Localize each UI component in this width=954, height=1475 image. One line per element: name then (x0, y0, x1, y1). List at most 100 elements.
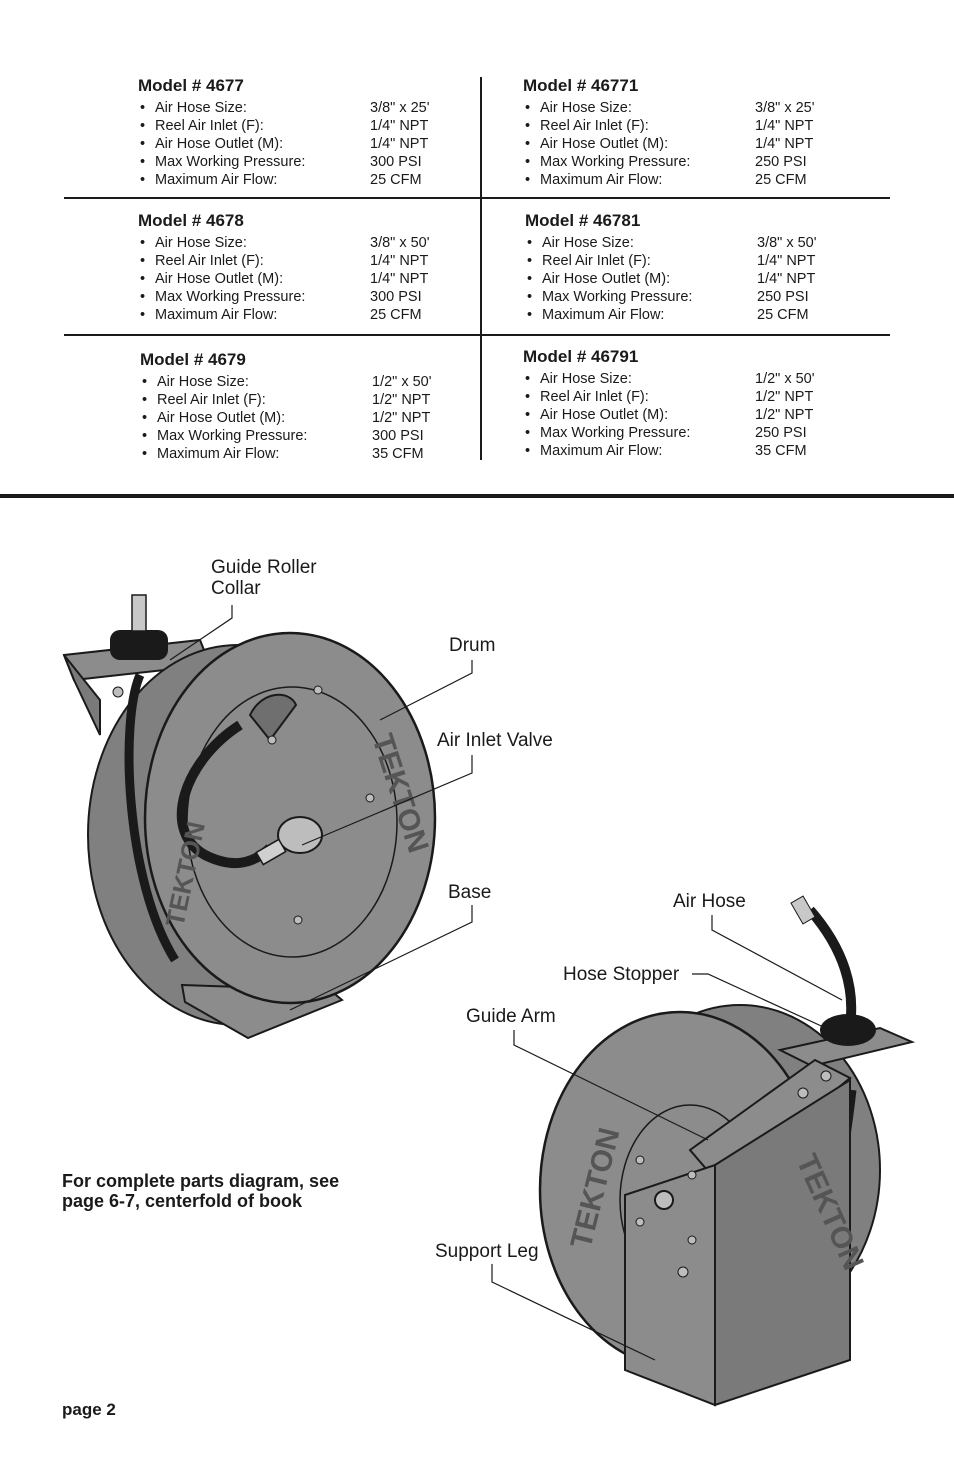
bullet: • (527, 307, 533, 323)
parts-diagram-note-line1: For complete parts diagram, see (62, 1171, 340, 1191)
leader-air-inlet-valve (301, 755, 473, 846)
spec-value: 25 CFM (370, 172, 422, 188)
spec-value: 3/8" x 25' (370, 100, 430, 116)
label-guide-arm: Guide Arm (466, 1006, 556, 1027)
spec-value: 25 CFM (755, 172, 807, 188)
spec-value: 35 CFM (372, 446, 424, 462)
spec-row: •Air Hose Outlet (M):1/2" NPT (140, 409, 470, 427)
spec-value: 1/4" NPT (755, 136, 814, 152)
spec-row: •Air Hose Outlet (M):1/4" NPT (138, 135, 468, 153)
spec-row: •Max Working Pressure:300 PSI (138, 153, 468, 171)
spec-label: Max Working Pressure: (155, 289, 306, 305)
spec-row: •Maximum Air Flow:25 CFM (138, 306, 468, 324)
spec-label: Air Hose Outlet (M): (540, 407, 669, 423)
bullet: • (142, 428, 148, 444)
spec-row: •Reel Air Inlet (F):1/2" NPT (140, 391, 470, 409)
spec-row: •Air Hose Size:3/8" x 25' (523, 99, 853, 117)
spec-row: • Reel Air Inlet (F): 1/4" NPT (138, 252, 468, 270)
spec-row: • Air Hose Size: 3/8" x 25' (138, 99, 468, 117)
spec-label: Air Hose Size: (157, 374, 249, 390)
bullet: • (525, 172, 531, 188)
model-title: Model # 46781 (525, 211, 641, 230)
parts-diagram-note-line2: page 6-7, centerfold of book (62, 1191, 303, 1211)
spec-value: 1/2" x 50' (755, 371, 815, 387)
spec-value: 3/8" x 50' (370, 235, 430, 251)
spec-row: •Air Hose Outlet (M):1/4" NPT (525, 270, 855, 288)
spec-model-4678: Model # 4678•Air Hose Size:3/8" x 50'•Re… (138, 211, 468, 324)
bullet: • (140, 172, 146, 188)
spec-label: Reel Air Inlet (F): (155, 118, 264, 134)
spec-label: Reel Air Inlet (F): (542, 253, 651, 269)
bullet: • (525, 154, 531, 170)
spec-label: Max Working Pressure: (157, 428, 308, 444)
leader-base (289, 905, 473, 1011)
bullet: • (525, 425, 531, 441)
spec-label: Reel Air Inlet (F): (540, 389, 649, 405)
leader-hose-stopper (692, 973, 831, 1031)
model-title: Model # 46791 (523, 347, 639, 366)
spec-label: Maximum Air Flow: (540, 172, 663, 188)
spec-value: 1/4" NPT (370, 253, 429, 269)
spec-row: •Air Hose Outlet (M):1/4" NPT (523, 135, 853, 153)
bullet: • (140, 253, 146, 269)
spec-value: 300 PSI (370, 154, 422, 170)
spec-model-46781: Model # 46781•Air Hose Size:3/8" x 50'•R… (525, 211, 855, 324)
leader-air-hose (711, 915, 843, 1001)
spec-value: 250 PSI (757, 289, 809, 305)
spec-value: 250 PSI (755, 425, 807, 441)
bullet: • (525, 371, 531, 387)
bullet: • (140, 271, 146, 287)
spec-label: Air Hose Size: (540, 371, 632, 387)
label-support-leg: Support Leg (435, 1241, 539, 1262)
model-title: Model # 46771 (523, 76, 639, 95)
table-divider-row-1 (64, 197, 890, 199)
spec-value: 1/2" NPT (372, 392, 431, 408)
spec-row: •Max Working Pressure:300 PSI (138, 288, 468, 306)
spec-row: •Maximum Air Flow:35 CFM (523, 442, 853, 460)
label-air-inlet-valve: Air Inlet Valve (437, 730, 553, 751)
spec-row: •Maximum Air Flow:25 CFM (525, 306, 855, 324)
spec-label: Maximum Air Flow: (155, 307, 278, 323)
spec-value: 1/2" NPT (372, 410, 431, 426)
spec-row: •Reel Air Inlet (F):1/2" NPT (523, 388, 853, 406)
reel-front-view: TEKTON TEKTON (62, 594, 437, 1040)
bullet: • (140, 136, 146, 152)
spec-row: •Max Working Pressure:250 PSI (525, 288, 855, 306)
label-drum: Drum (449, 635, 496, 656)
label-guide-roller-collar-line2: Collar (211, 578, 261, 599)
callout-lines (169, 605, 843, 1361)
bullet: • (527, 235, 533, 251)
spec-model-4677: Model # 4677 • Air Hose Size: 3/8" x 25' • Re… (138, 76, 468, 189)
spec-row: •Air Hose Size:1/2" x 50' (140, 373, 470, 391)
spec-value: 1/4" NPT (757, 271, 816, 287)
section-divider (0, 494, 954, 498)
spec-label: Reel Air Inlet (F): (155, 253, 264, 269)
bullet: • (527, 253, 533, 269)
label-air-hose: Air Hose (673, 891, 746, 912)
spec-label: Air Hose Outlet (M): (157, 410, 286, 426)
spec-value: 250 PSI (755, 154, 807, 170)
spec-label: Maximum Air Flow: (542, 307, 665, 323)
spec-row: •Maximum Air Flow:25 CFM (138, 171, 468, 189)
page-number: page 2 (62, 1400, 116, 1419)
bullet: • (525, 443, 531, 459)
spec-label: Max Working Pressure: (540, 425, 691, 441)
model-title: Model # 4678 (138, 211, 244, 230)
spec-label: Max Working Pressure: (540, 154, 691, 170)
spec-label: Air Hose Outlet (M): (155, 271, 284, 287)
label-guide-roller-collar-line1: Guide Roller (211, 557, 317, 578)
model-title: Model # 4677 (138, 76, 244, 95)
model-title: Model # 4679 (140, 350, 246, 369)
spec-row: • Maximum Air Flow: 25 CFM (523, 171, 853, 189)
spec-value: 1/2" NPT (755, 407, 814, 423)
bullet: • (527, 271, 533, 287)
bullet: • (140, 100, 146, 116)
spec-row: •Air Hose Size:3/8" x 50' (525, 234, 855, 252)
bullet: • (140, 154, 146, 170)
leader-support-leg (491, 1264, 656, 1361)
spec-value: 1/4" NPT (370, 271, 429, 287)
spec-model-46771: Model # 46771•Air Hose Size:3/8" x 25'•R… (523, 76, 853, 189)
spec-label: Air Hose Size: (155, 100, 247, 116)
spec-value: 1/4" NPT (370, 136, 429, 152)
